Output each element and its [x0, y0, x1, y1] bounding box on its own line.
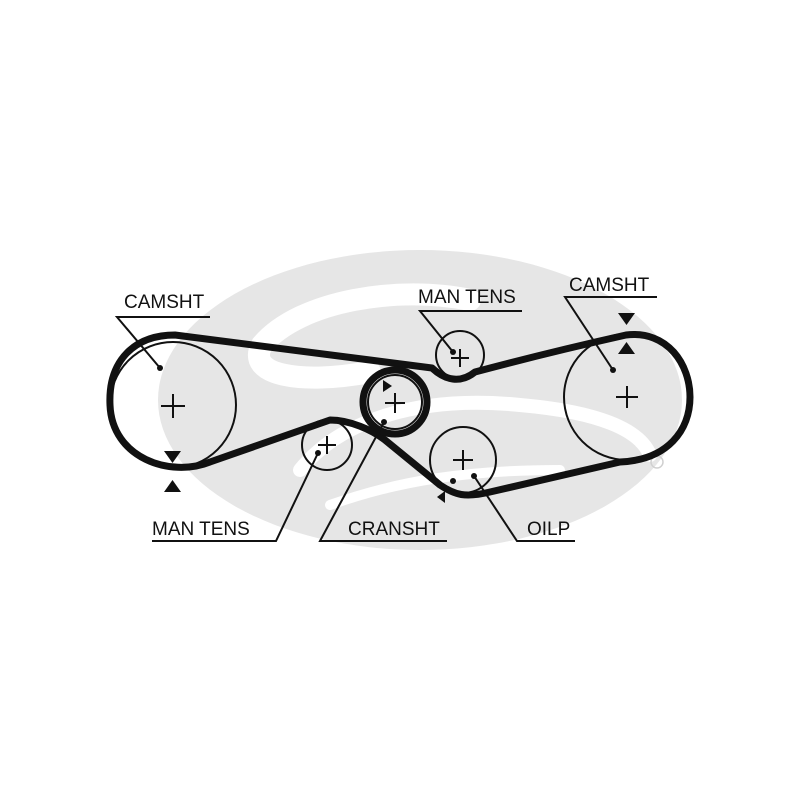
- leader-camsht-right: [563, 296, 657, 371]
- label-cransht: CRANSHT: [348, 519, 440, 540]
- leader-oilp: [473, 475, 575, 542]
- label-oilp: OILP: [527, 519, 570, 540]
- reference-dot: [450, 478, 456, 484]
- timing-arrow-up-icon: [618, 342, 635, 354]
- timing-arrow-icon: [437, 491, 445, 503]
- label-camsht-right: CAMSHT: [569, 275, 650, 296]
- leader-camsht-left: [114, 316, 210, 369]
- crosshair-icon: [161, 394, 185, 418]
- label-camsht-left: CAMSHT: [124, 292, 205, 313]
- crosshair-icon: [385, 393, 405, 413]
- crosshair-icon: [616, 386, 638, 408]
- timing-arrow-icon: [383, 380, 392, 392]
- leader-lines: [114, 296, 657, 542]
- watermark-swash: [248, 283, 657, 510]
- leader-cransht: [318, 421, 447, 542]
- leader-man-tens-bottom: [152, 452, 319, 542]
- crosshair-icon: [451, 349, 469, 367]
- crankshaft-pulley: [367, 374, 423, 430]
- timing-arrow-down-icon: [164, 451, 181, 463]
- label-man-tens-top: MAN TENS: [418, 287, 516, 308]
- timing-arrow-down-icon: [618, 313, 635, 325]
- crosshair-icon: [318, 436, 336, 454]
- timing-arrow-up-icon: [164, 480, 181, 492]
- label-man-tens-bottom: MAN TENS: [152, 519, 250, 540]
- crosshair-icon: [453, 450, 473, 470]
- timing-belt: [106, 331, 694, 499]
- leader-man-tens-top: [417, 310, 522, 353]
- crankshaft-belt-wrap: [359, 366, 431, 438]
- center-marks: [161, 349, 638, 470]
- component-labels: CAMSHT MAN TENS CAMSHT MAN TENS CRANSHT …: [124, 275, 650, 540]
